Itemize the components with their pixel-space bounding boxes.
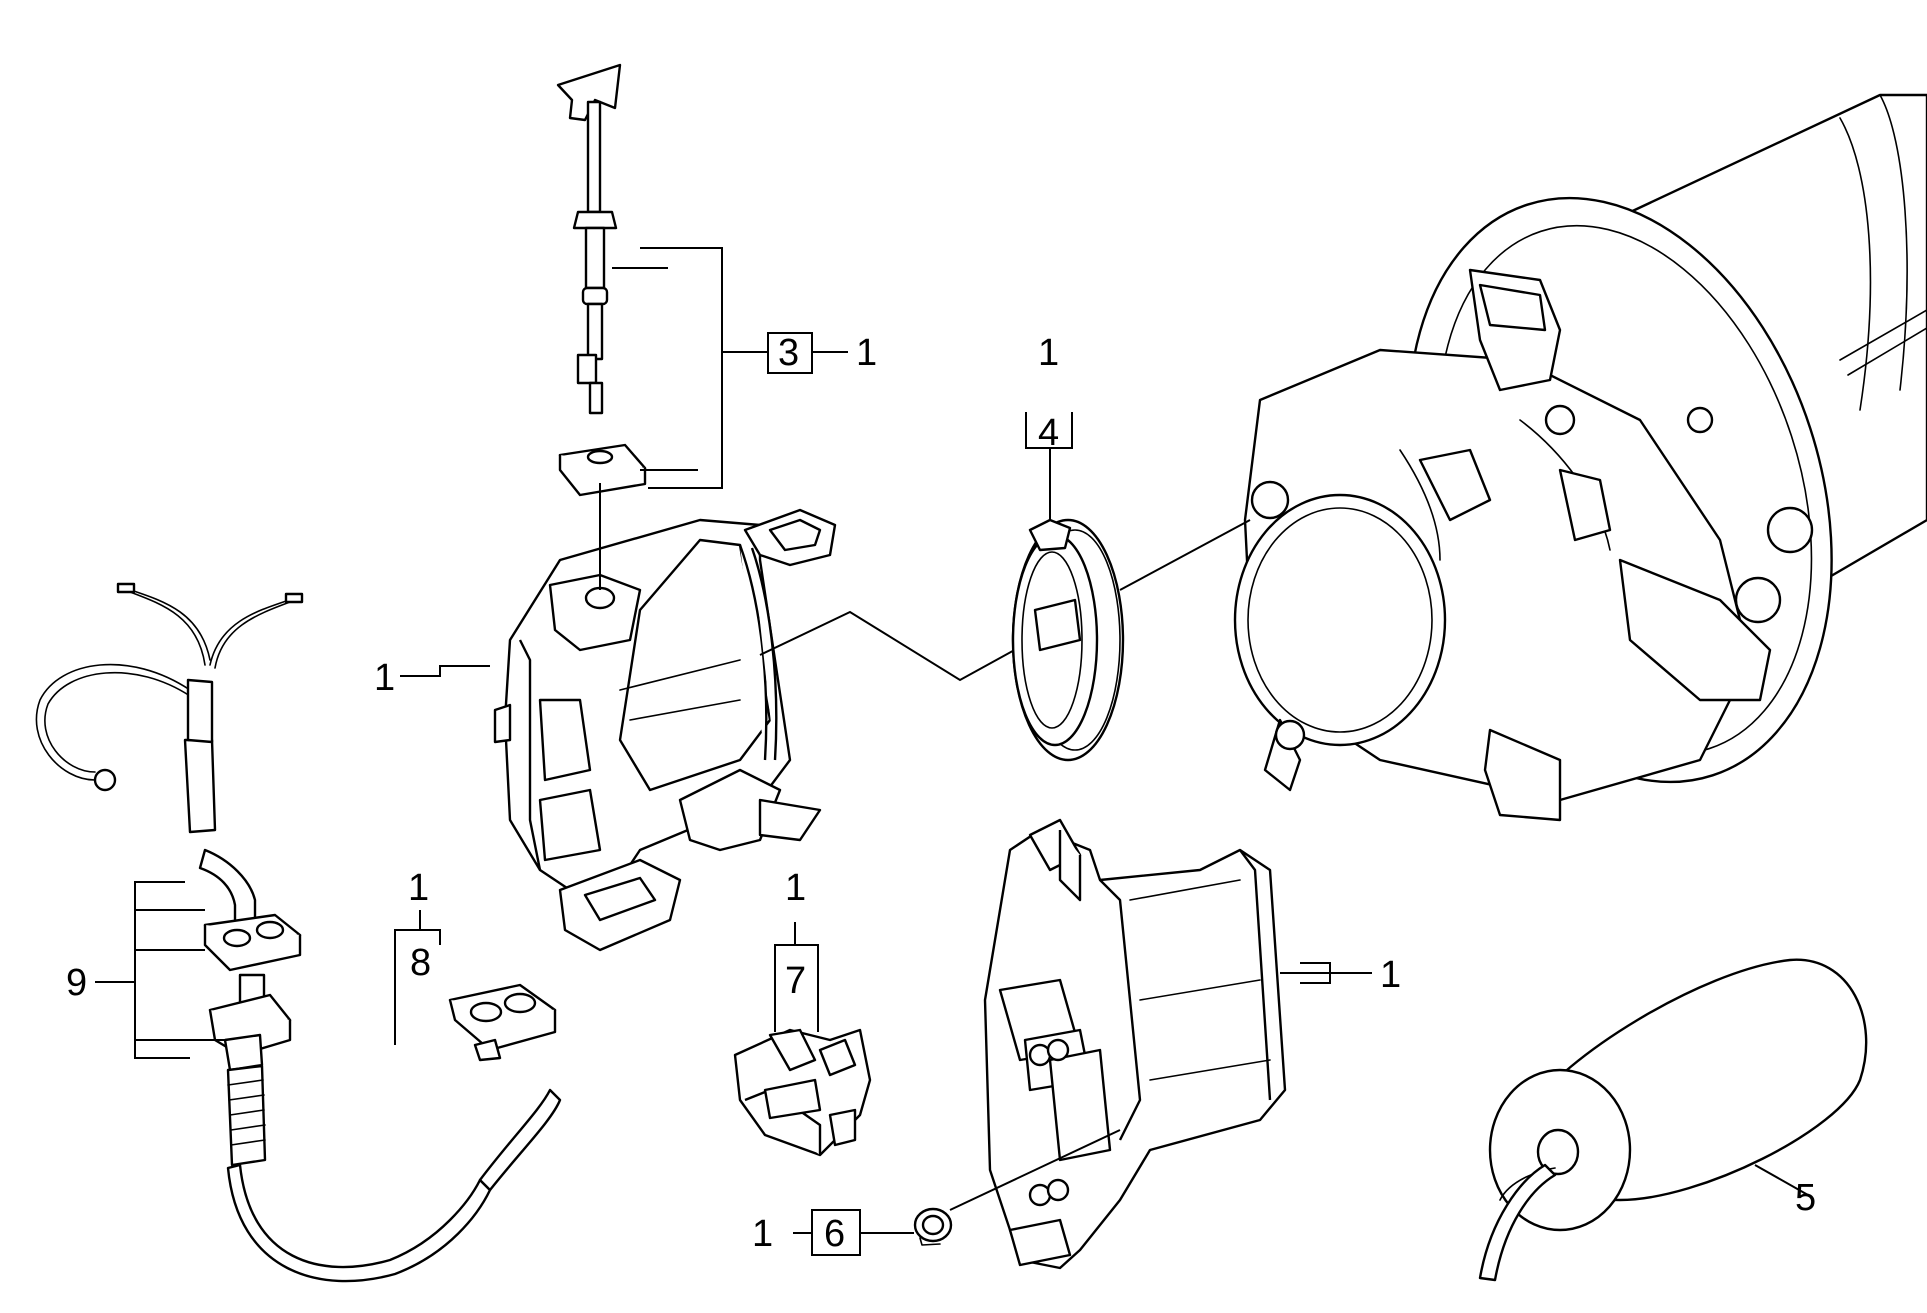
seal-ring — [1011, 518, 1125, 762]
float-switch-assembly — [556, 63, 647, 497]
capacitor — [1478, 958, 1868, 1282]
callout-1-part8: 1 — [408, 867, 429, 909]
callout-1-part3: 1 — [856, 332, 877, 374]
callout-9: 9 — [66, 962, 87, 1004]
power-cable-assembly — [35, 582, 562, 1283]
callout-1-control-box: 1 — [1380, 954, 1401, 996]
callout-6: 6 — [824, 1213, 845, 1255]
switch-housing — [493, 508, 837, 952]
connector-block — [733, 1028, 872, 1157]
callout-1-part6: 1 — [752, 1213, 773, 1255]
control-box — [983, 818, 1287, 1270]
callout-1-housing: 1 — [374, 657, 395, 699]
strain-relief-clip — [448, 983, 557, 1062]
nut — [913, 1207, 953, 1246]
callout-8: 8 — [410, 942, 431, 984]
motor-housing — [1233, 93, 1927, 822]
callout-7: 7 — [785, 960, 806, 1002]
callout-5: 5 — [1795, 1177, 1816, 1219]
callout-1-part4: 1 — [1038, 332, 1059, 374]
callout-1-part7: 1 — [785, 867, 806, 909]
callout-4: 4 — [1038, 412, 1059, 454]
callout-3: 3 — [778, 332, 799, 374]
